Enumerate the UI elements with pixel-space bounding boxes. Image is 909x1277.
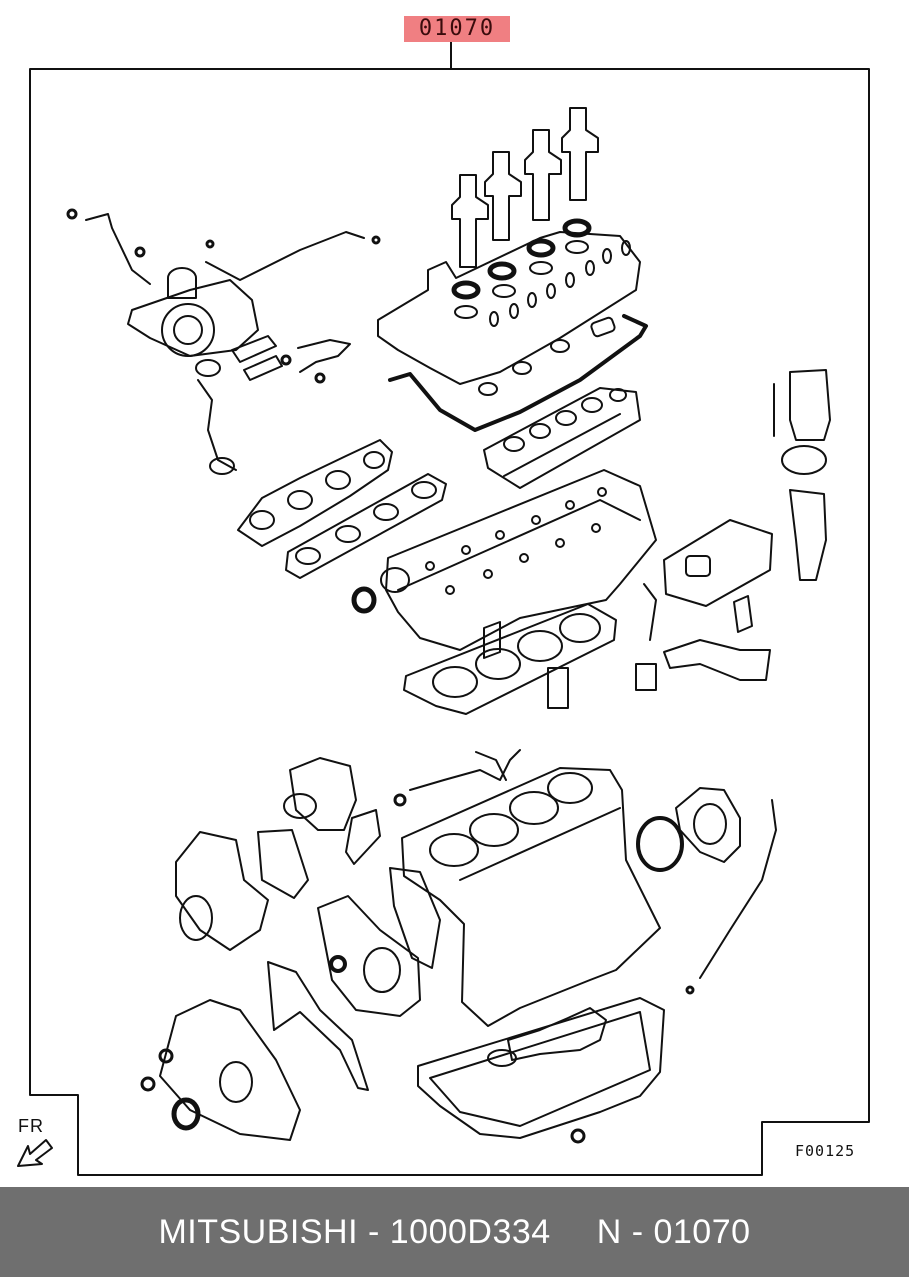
exhaust-manifold-gasket bbox=[285, 473, 447, 579]
egr-cooler-gasket bbox=[635, 663, 657, 691]
reference-number: 01070 bbox=[653, 1212, 751, 1251]
turbo-gasket bbox=[195, 359, 221, 377]
cylinder-head-gasket bbox=[403, 603, 617, 715]
exhaust-manifold bbox=[237, 439, 393, 547]
oil-strainer-gasket bbox=[487, 1049, 517, 1067]
water-pump-gasket bbox=[389, 867, 441, 969]
diagram-frame bbox=[29, 68, 870, 1176]
washer bbox=[134, 246, 146, 258]
timing-case bbox=[317, 895, 421, 1017]
front-direction-label: FR bbox=[18, 1116, 44, 1136]
fuel-injectors bbox=[451, 107, 599, 268]
turbo-gasket bbox=[209, 457, 235, 475]
oil-feed-pipe bbox=[85, 213, 151, 285]
oil-cooler bbox=[663, 519, 773, 607]
washer bbox=[280, 354, 292, 366]
brand-name: MITSUBISHI bbox=[158, 1212, 359, 1251]
water-bypass-pipe bbox=[475, 751, 507, 781]
camshaft-seal bbox=[351, 586, 377, 614]
washer bbox=[140, 1076, 156, 1092]
drain-plug-gasket bbox=[570, 1128, 586, 1144]
water-pump bbox=[175, 831, 269, 951]
water-return-pipe bbox=[297, 339, 351, 373]
turbo-flange-gasket bbox=[243, 355, 283, 381]
washer bbox=[314, 372, 326, 384]
cylinder-block bbox=[401, 767, 661, 1027]
rear-crankshaft-seal bbox=[636, 816, 684, 872]
reference-prefix: N bbox=[596, 1212, 622, 1251]
intake-manifold-gasket bbox=[483, 387, 641, 489]
part-number: 1000D334 bbox=[389, 1212, 551, 1251]
thermostat-housing-gasket bbox=[547, 667, 569, 709]
oil-pan bbox=[417, 997, 665, 1139]
rocker-cover-gasket bbox=[388, 314, 648, 432]
vacuum-pump bbox=[289, 757, 357, 831]
egr-gasket bbox=[781, 445, 827, 475]
heater-pipe bbox=[409, 749, 521, 791]
turbo-water-pipe bbox=[205, 231, 365, 281]
washer bbox=[66, 208, 78, 220]
timing-cover-gasket bbox=[267, 961, 369, 1091]
footer-separator: - bbox=[631, 1212, 644, 1251]
part-info-footer: MITSUBISHI - 1000D334 N - 01070 bbox=[0, 1187, 909, 1277]
turbo-oil-return-pipe bbox=[197, 379, 237, 471]
washer bbox=[158, 1048, 174, 1064]
bracket-gasket bbox=[345, 809, 381, 865]
front-direction-arrow-icon bbox=[17, 1139, 53, 1167]
washer bbox=[205, 239, 215, 249]
gasket-kit-exploded-diagram bbox=[17, 41, 870, 1176]
turbo-flange-gasket bbox=[231, 335, 277, 363]
figure-code: F00125 bbox=[795, 1142, 856, 1160]
oil-strainer bbox=[507, 1007, 607, 1061]
coolant-outlet bbox=[483, 621, 501, 659]
turbocharger bbox=[127, 267, 259, 357]
egr-cooler-pipe bbox=[663, 639, 771, 681]
washer bbox=[393, 793, 407, 807]
oil-cooler-gasket bbox=[733, 595, 753, 633]
oil-seal bbox=[329, 955, 347, 973]
footer-separator: - bbox=[367, 1212, 380, 1251]
washer bbox=[685, 985, 695, 995]
callout-number-label: 01070 bbox=[404, 16, 510, 42]
egr-valve bbox=[773, 369, 831, 441]
cylinder-head bbox=[380, 469, 657, 651]
fuel-pump-gasket bbox=[257, 829, 309, 899]
washer bbox=[371, 235, 381, 245]
egr-pipe bbox=[789, 489, 827, 581]
rocker-cover bbox=[377, 231, 641, 396]
front-crankshaft-seal bbox=[171, 1097, 201, 1131]
rear-oil-seal-case bbox=[675, 787, 741, 863]
injector-seals bbox=[451, 218, 592, 319]
oil-level-gauge-guide bbox=[699, 799, 777, 979]
vacuum-pump-gasket bbox=[283, 793, 317, 819]
front-cover bbox=[159, 999, 301, 1141]
oil-cooler-pipe bbox=[643, 583, 657, 641]
